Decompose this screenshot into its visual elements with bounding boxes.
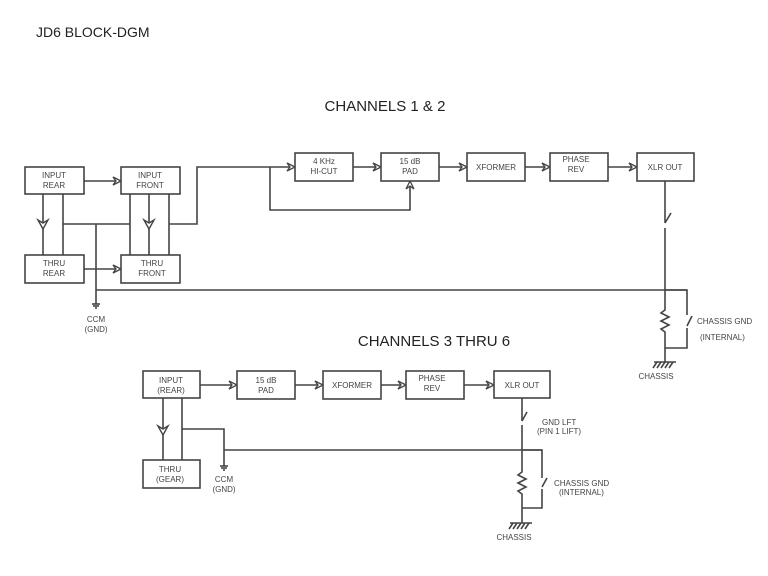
svg-text:XFORMER: XFORMER xyxy=(476,163,516,172)
ccm-ground-icon xyxy=(220,465,228,471)
svg-text:REAR: REAR xyxy=(43,181,65,190)
block-input-rear: INPUT REAR xyxy=(24,166,85,195)
svg-text:15 dB: 15 dB xyxy=(400,157,421,166)
ccm-sublabel: (GND) xyxy=(212,485,235,494)
svg-text:THRU: THRU xyxy=(159,465,181,474)
block-thru-rear: THRU REAR xyxy=(24,254,85,284)
switch-gnd-lift-icon xyxy=(521,411,528,422)
svg-text:THRU: THRU xyxy=(43,259,65,268)
chassis-label: CHASSIS xyxy=(638,372,673,381)
wire-switch-bottom xyxy=(522,489,543,509)
svg-text:HI-CUT: HI-CUT xyxy=(310,167,337,176)
block-pad: 15 dB PAD xyxy=(236,370,296,400)
chassis-gnd-sublabel: (INTERNAL) xyxy=(700,333,745,342)
wire-switch-top xyxy=(665,289,688,315)
switch-chassis-icon xyxy=(686,315,693,327)
arrow-down-icon xyxy=(156,424,170,437)
gnd-lift-label: GND LFT xyxy=(542,418,576,427)
diagram-title: JD6 BLOCK-DGM xyxy=(36,24,150,40)
ccm-label: CCM xyxy=(215,475,234,484)
block-thru-gear: THRU (GEAR) xyxy=(142,459,201,489)
block-pad: 15 dB PAD xyxy=(380,152,440,182)
svg-text:PHASE: PHASE xyxy=(418,374,445,383)
svg-text:XFORMER: XFORMER xyxy=(332,381,372,390)
svg-text:15 dB: 15 dB xyxy=(256,376,277,385)
switch-chassis-icon xyxy=(541,477,548,488)
svg-text:4 KHz: 4 KHz xyxy=(313,157,335,166)
block-xformer: XFORMER xyxy=(322,370,382,400)
svg-text:XLR OUT: XLR OUT xyxy=(648,163,683,172)
svg-text:REV: REV xyxy=(568,165,585,174)
chassis-gnd-sublabel: (INTERNAL) xyxy=(559,488,604,497)
wire-to-hicut xyxy=(169,167,295,225)
block-xlr-out: XLR OUT xyxy=(493,370,551,399)
resistor-icon xyxy=(659,306,671,348)
svg-text:PHASE: PHASE xyxy=(562,155,589,164)
svg-text:THRU: THRU xyxy=(141,259,163,268)
svg-text:PAD: PAD xyxy=(258,386,274,395)
arrow-down-icon xyxy=(36,218,50,231)
svg-text:FRONT: FRONT xyxy=(138,269,166,278)
block-phase-rev: PHASE REV xyxy=(549,152,609,182)
svg-text:FRONT: FRONT xyxy=(136,181,164,190)
gnd-lift-sublabel: (PIN 1 LIFT) xyxy=(537,427,581,436)
block-input-front: INPUT FRONT xyxy=(120,166,181,195)
resistor-icon xyxy=(516,469,528,508)
section1-wires xyxy=(36,167,693,369)
svg-text:REAR: REAR xyxy=(43,269,65,278)
section-heading: CHANNELS 1 & 2 xyxy=(325,98,446,115)
section-channels-3-6: CHANNELS 3 THRU 6 xyxy=(142,333,609,542)
wire-to-ccm xyxy=(182,428,225,466)
block-input-rear: INPUT (REAR) xyxy=(142,370,201,399)
svg-text:XLR OUT: XLR OUT xyxy=(505,381,540,390)
chassis-ground-icon xyxy=(508,522,532,530)
svg-text:PAD: PAD xyxy=(402,167,418,176)
block-xlr-out: XLR OUT xyxy=(636,152,695,182)
ccm-sublabel: (GND) xyxy=(84,325,107,334)
svg-text:REV: REV xyxy=(424,384,441,393)
svg-text:(REAR): (REAR) xyxy=(157,386,185,395)
section-heading: CHANNELS 3 THRU 6 xyxy=(358,333,510,350)
block-xformer: XFORMER xyxy=(466,152,526,182)
block-phase-rev: PHASE REV xyxy=(405,370,465,400)
wire-switch-top xyxy=(522,449,543,478)
svg-text:(GEAR): (GEAR) xyxy=(156,475,184,484)
svg-text:INPUT: INPUT xyxy=(138,171,162,180)
section-channels-1-2: CHANNELS 1 & 2 xyxy=(24,98,752,381)
section2-wires xyxy=(156,385,548,530)
chassis-ground-icon xyxy=(652,361,676,369)
svg-text:INPUT: INPUT xyxy=(42,171,66,180)
svg-text:INPUT: INPUT xyxy=(159,376,183,385)
block-hicut: 4 KHz HI-CUT xyxy=(294,152,354,182)
ccm-label: CCM xyxy=(87,315,106,324)
chassis-gnd-label: CHASSIS GND xyxy=(554,479,609,488)
arrow-down-icon xyxy=(142,218,156,231)
chassis-gnd-label: CHASSIS GND xyxy=(697,317,752,326)
block-thru-front: THRU FRONT xyxy=(120,254,181,284)
wire-switch-bottom xyxy=(665,328,688,349)
chassis-label: CHASSIS xyxy=(496,533,531,542)
wire-hicut-bypass xyxy=(269,167,410,211)
switch-lift-icon xyxy=(664,212,672,224)
ccm-ground-icon xyxy=(92,303,100,309)
